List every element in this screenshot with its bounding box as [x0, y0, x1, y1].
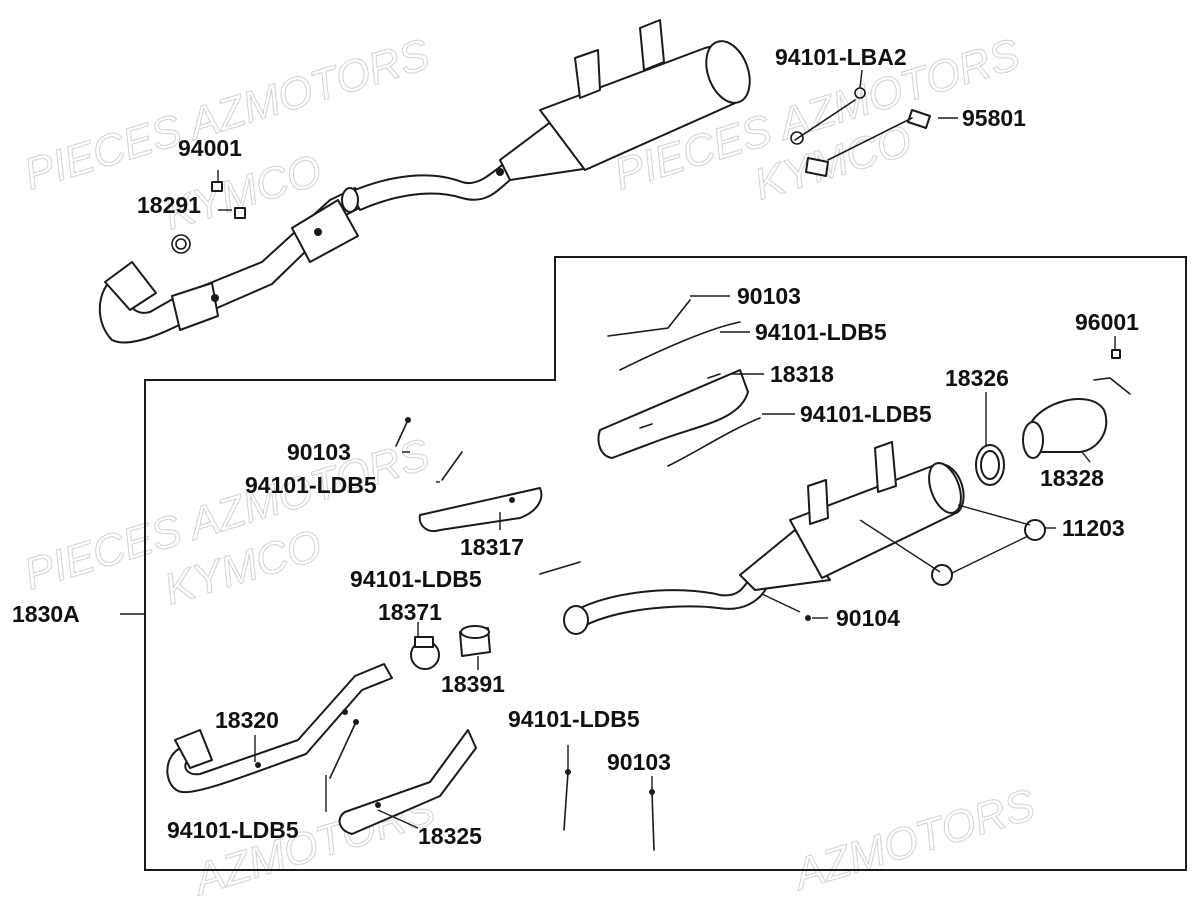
part-label: 94101-LDB5 — [245, 472, 377, 498]
part-label: 94101-LBA2 — [775, 44, 907, 70]
part-label: 94101-LDB5 — [800, 401, 932, 427]
part-label: 18391 — [441, 671, 505, 697]
rubber-dampers-11203 — [931, 519, 1046, 586]
bolt-hardware — [790, 87, 931, 177]
part-label: 18318 — [770, 361, 834, 387]
part-number-labels: 94101-LBA2 95801 94001 18291 90103 94101… — [12, 44, 1139, 849]
part-label: 90103 — [607, 749, 671, 775]
part-label: 90103 — [287, 439, 351, 465]
part-label: 11203 — [1062, 515, 1125, 541]
part-label: 94101-LDB5 — [508, 706, 640, 732]
heat-shield-18317 — [418, 487, 543, 532]
clamp-and-seal — [410, 625, 491, 670]
part-label: 94001 — [178, 135, 242, 161]
part-label: 1830A — [12, 601, 80, 627]
part-label: 18320 — [215, 707, 279, 733]
part-label: 18317 — [460, 534, 524, 560]
heat-shield-18318 — [597, 299, 761, 467]
leader-lines — [217, 69, 1116, 829]
part-label: 95801 — [962, 105, 1026, 131]
part-label: 18328 — [1040, 465, 1104, 491]
part-label: 94101-LDB5 — [755, 319, 887, 345]
watermark: AZMOTORS — [786, 780, 1041, 900]
part-label: 18291 — [137, 192, 201, 218]
exhaust-assembly-complete — [98, 19, 751, 344]
header-pipe-18320 — [166, 663, 393, 794]
tail-pipe-18328 — [975, 349, 1131, 486]
part-label: 94101-LDB5 — [350, 566, 482, 592]
nut-and-gasket — [171, 181, 246, 254]
part-label: 96001 — [1075, 309, 1139, 335]
part-label: 18326 — [945, 365, 1009, 391]
fasteners — [329, 417, 811, 851]
part-label: 94101-LDB5 — [167, 817, 299, 843]
assembly-outline — [144, 256, 1187, 871]
part-label: 18371 — [378, 599, 442, 625]
muffler-assembly — [563, 441, 965, 635]
mid-pipe-18325 — [338, 729, 477, 835]
part-label: 90104 — [836, 605, 900, 631]
part-label: 18325 — [418, 823, 482, 849]
part-label: 90103 — [737, 283, 801, 309]
